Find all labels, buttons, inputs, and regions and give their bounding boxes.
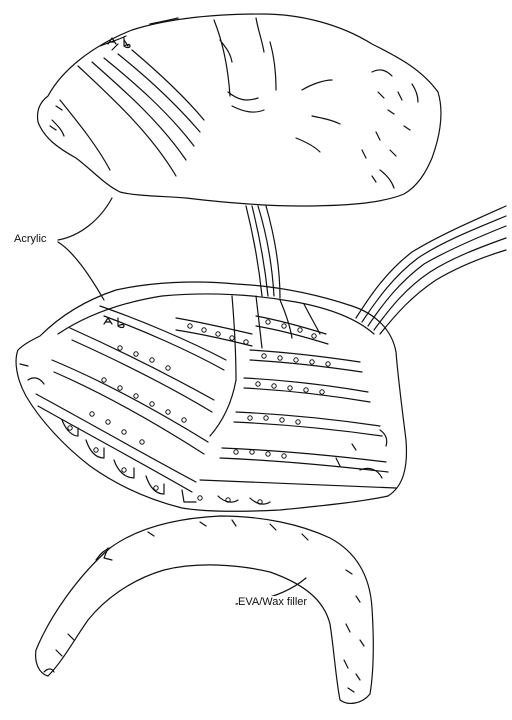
acrylic-label: Acrylic (14, 233, 46, 246)
acrylic-leader (58, 198, 112, 300)
appliance-base (16, 282, 406, 511)
filler-label: EVA/Wax filler (238, 596, 307, 609)
eva-wax-filler (36, 516, 374, 703)
electrode-holes (68, 320, 330, 504)
acrylic-shell (37, 14, 440, 206)
wires (246, 206, 506, 334)
